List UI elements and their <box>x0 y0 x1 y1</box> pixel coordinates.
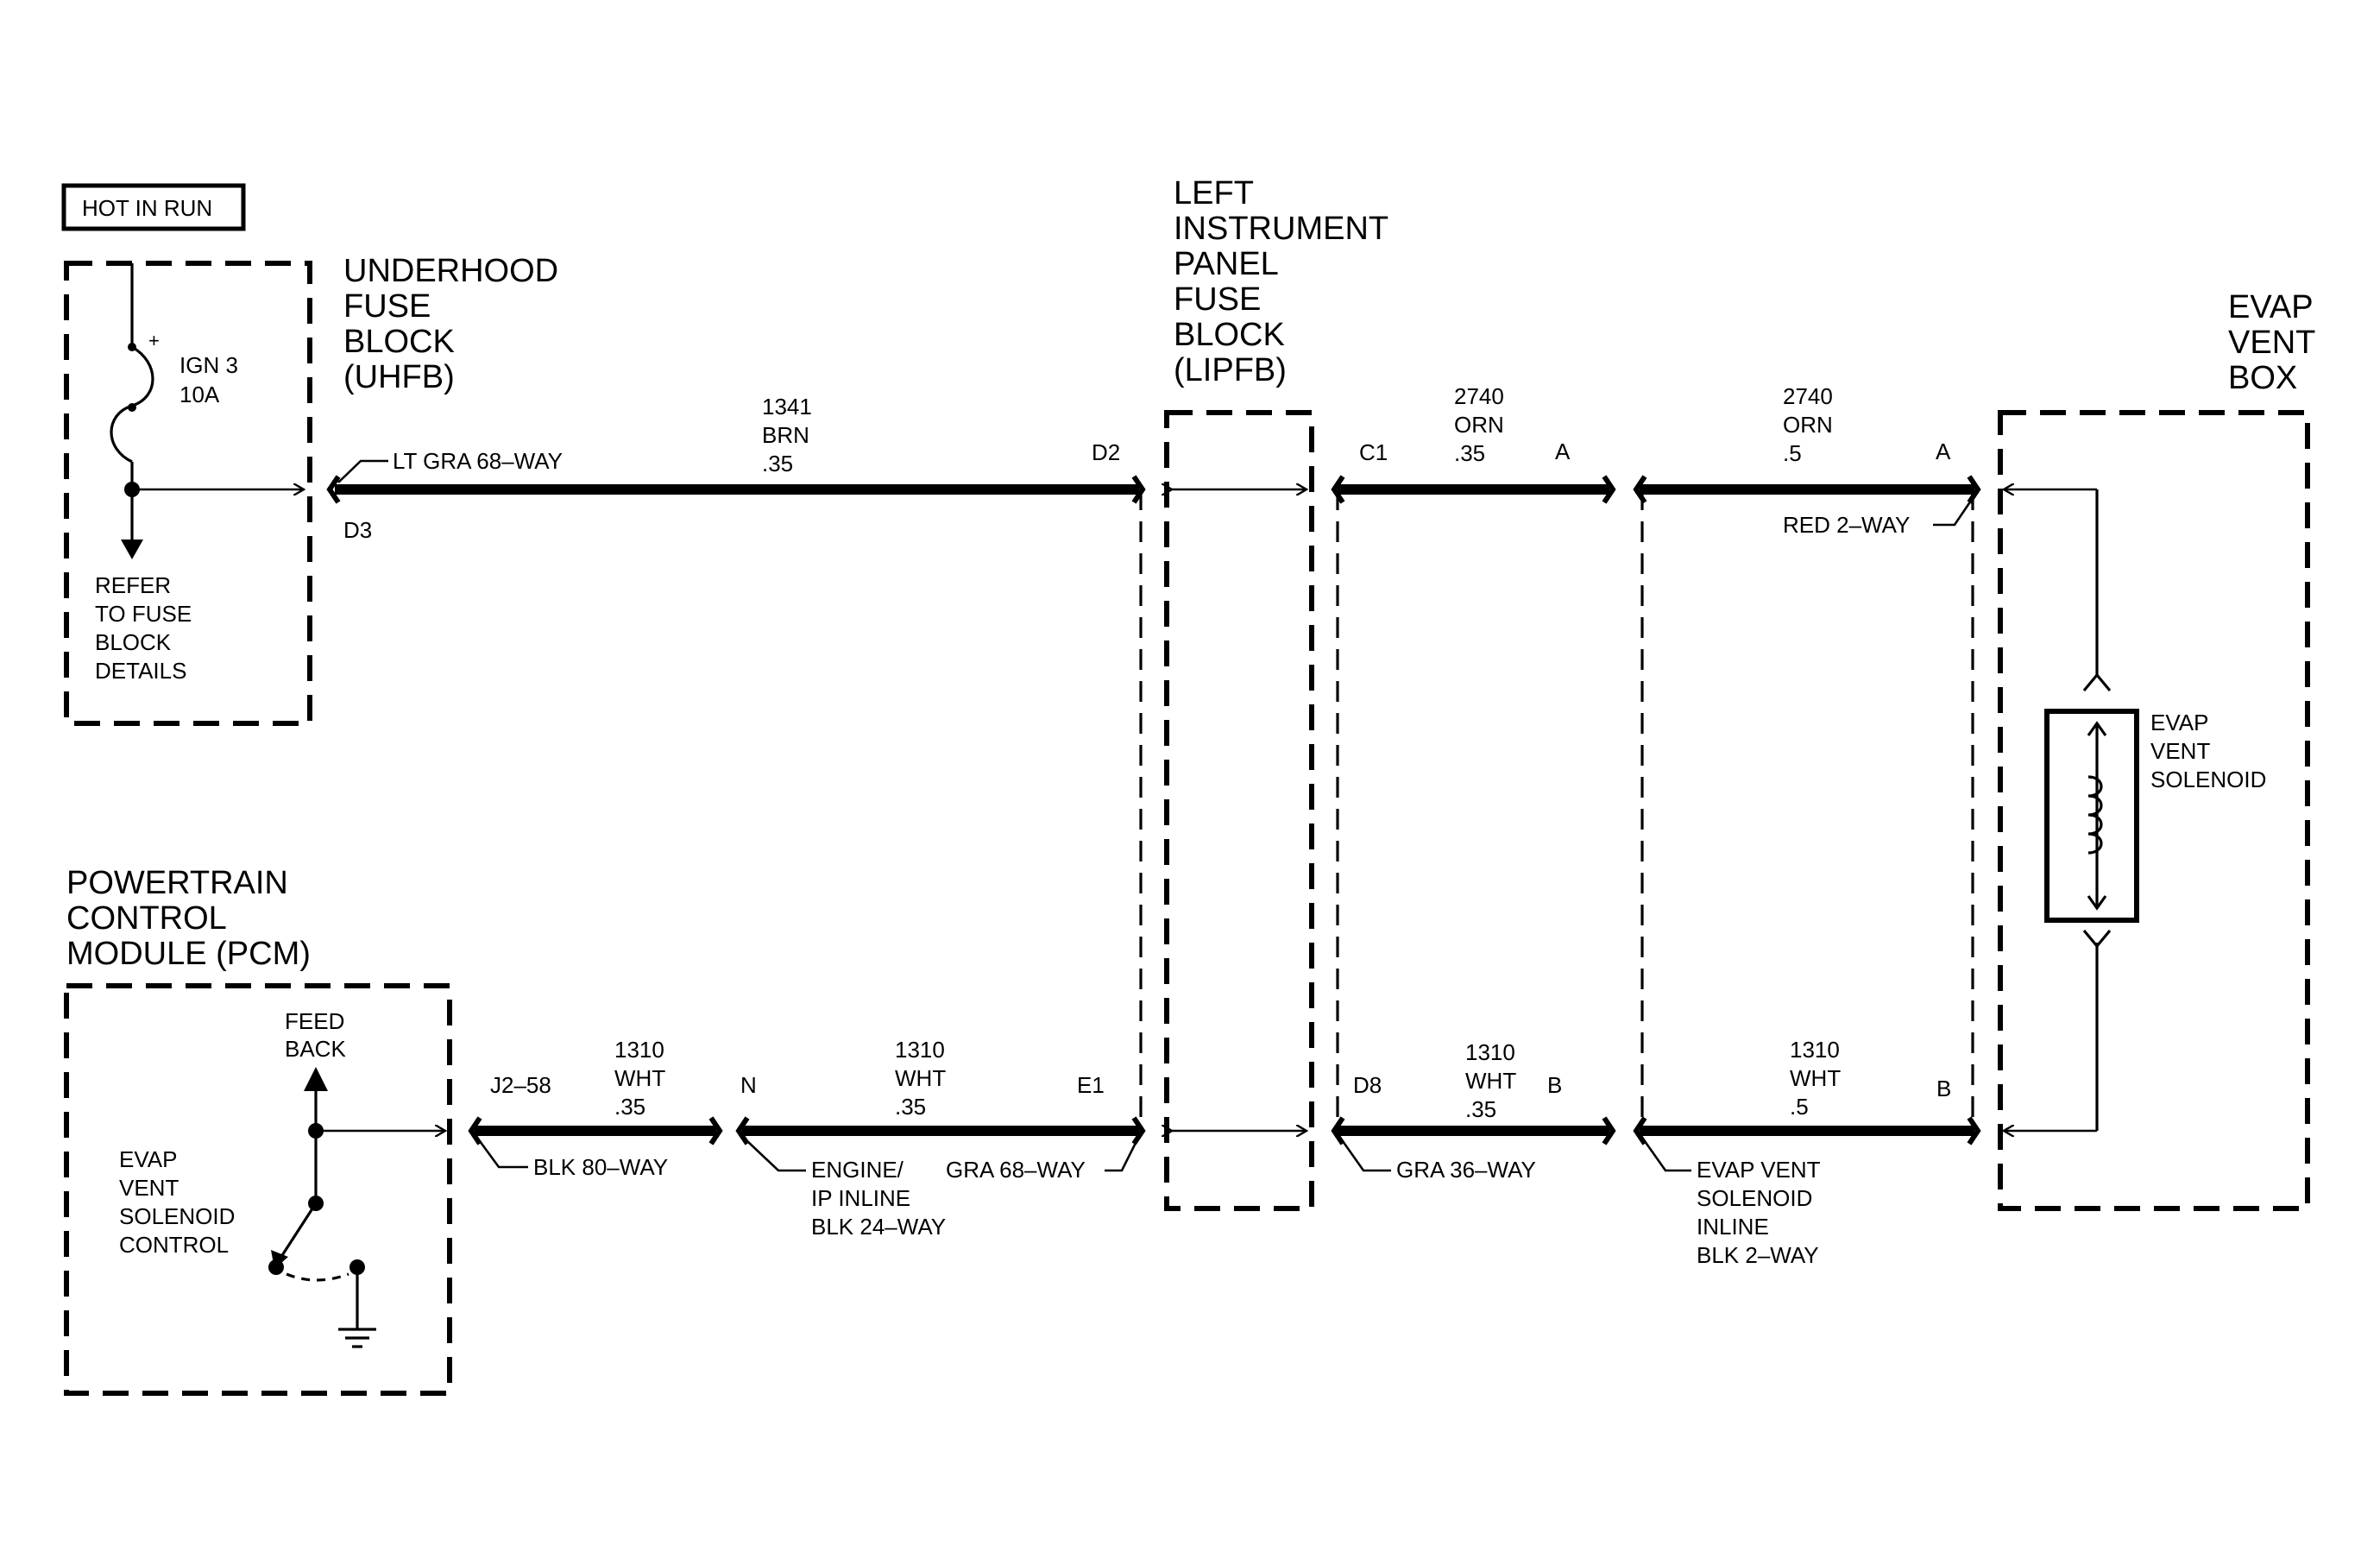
evap-box-connector: RED 2–WAY <box>1783 512 1910 538</box>
pcm-pin: J2–58 <box>490 1072 551 1098</box>
lipfb-title: LEFT INSTRUMENT PANEL FUSE BLOCK (LIPFB) <box>1174 175 1397 388</box>
engine-inline-connector: ENGINE/ IP INLINE BLK 24–WAY <box>811 1157 946 1240</box>
feedback-label: FEED BACK <box>285 1008 351 1062</box>
wire-1310b-label: 1310 WHT .35 <box>895 1037 952 1120</box>
refer-arrow-icon <box>121 540 143 559</box>
fuse-plus: + <box>148 330 160 351</box>
evap-box-title: EVAP VENT BOX <box>2228 289 2324 396</box>
evap-inline-pin-b: B <box>1547 1072 1562 1098</box>
lipfb-connector-in: GRA 68–WAY <box>946 1157 1086 1183</box>
hot-in-run-label: HOT IN RUN <box>82 195 212 221</box>
lipfb-pin-d8: D8 <box>1353 1072 1382 1098</box>
feedback-arrow-icon <box>304 1067 328 1091</box>
lipfb-pin-c1: C1 <box>1359 439 1388 465</box>
evap-box-pin-b: B <box>1936 1076 1951 1101</box>
pcm-control-label: EVAP VENT SOLENOID CONTROL <box>119 1146 242 1258</box>
lipfb-connector-out: GRA 36–WAY <box>1396 1157 1536 1183</box>
pcm-switch-icon <box>276 1202 318 1263</box>
refer-label: REFER TO FUSE BLOCK DETAILS <box>95 572 198 684</box>
hot-in-run-box <box>61 183 246 231</box>
uhfb-pin: D3 <box>343 517 372 543</box>
wire-1310c-label: 1310 WHT .35 <box>1465 1039 1522 1122</box>
evap-inline-connector: EVAP VENT SOLENOID INLINE BLK 2–WAY <box>1697 1157 1826 1268</box>
engine-inline-pin: N <box>740 1072 757 1098</box>
wire-1310a-label: 1310 WHT .35 <box>614 1037 671 1120</box>
evap-vent-solenoid <box>2044 709 2139 923</box>
wire-1341-label: 1341 BRN .35 <box>762 394 818 476</box>
lipfb-box <box>1164 410 1314 1211</box>
pcm-connector: BLK 80–WAY <box>533 1154 668 1180</box>
evap-inline-pin-a: A <box>1555 439 1571 464</box>
ground-icon <box>338 1328 376 1348</box>
uhfb-connector: LT GRA 68–WAY <box>393 448 563 474</box>
solenoid-label: EVAP VENT SOLENOID <box>2150 710 2266 792</box>
evap-box-pin-a: A <box>1936 439 1951 464</box>
pcm-title: POWERTRAIN CONTROL MODULE (PCM) <box>66 865 311 972</box>
solenoid-coil-icon <box>2087 775 2103 855</box>
fuse-rating: 10A <box>179 382 220 407</box>
wire-2740a-label: 2740 ORN .35 <box>1454 383 1510 466</box>
lipfb-pin-e1: E1 <box>1077 1072 1105 1098</box>
evap-box <box>1998 410 2310 1211</box>
fuse-name: IGN 3 <box>179 352 238 378</box>
wire-2740b-label: 2740 ORN .5 <box>1783 383 1839 466</box>
lipfb-pin-d2: D2 <box>1092 439 1120 465</box>
wire-1310d-label: 1310 WHT .5 <box>1790 1037 1847 1120</box>
uhfb-title: UNDERHOOD FUSE BLOCK (UHFB) <box>343 253 568 395</box>
uhfb-box <box>64 261 312 726</box>
